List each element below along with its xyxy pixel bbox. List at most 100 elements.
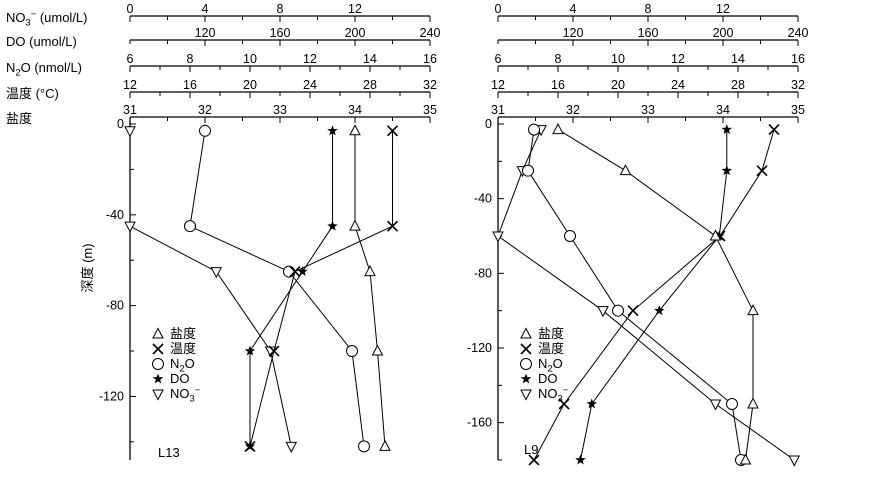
tick-label-sal: 32 (566, 103, 580, 117)
tick-label-do: 120 (195, 26, 216, 40)
data-point-star (654, 305, 665, 316)
data-point-triangle-down (210, 267, 223, 279)
panel-label: L13 (158, 445, 180, 460)
axis-label-sal: 盐度 (6, 111, 32, 126)
tick-label-do: 160 (638, 26, 659, 40)
tick-label-n2o: 14 (363, 52, 377, 66)
data-point-triangle-up (520, 327, 532, 339)
data-point-circle (528, 123, 540, 136)
tick-label-no3: 0 (127, 2, 134, 16)
tick-label-temp: 32 (423, 78, 437, 92)
tick-label-no3: 12 (716, 2, 730, 16)
series-no3 (492, 125, 801, 467)
tick-label-sal: 31 (123, 103, 137, 117)
data-point-triangle-up (349, 124, 361, 136)
tick-label-n2o: 16 (423, 52, 437, 66)
series-do (575, 124, 732, 465)
data-point-x (756, 165, 768, 177)
data-point-triangle-up (379, 439, 391, 451)
tick-label-no3: 4 (202, 2, 209, 16)
depth-tick-label: -80 (474, 266, 492, 280)
data-point-star (586, 398, 597, 409)
series-temp (528, 124, 780, 466)
tick-label-temp: 12 (491, 78, 505, 92)
data-point-x (268, 345, 280, 357)
depth-tick-label: -40 (106, 208, 124, 222)
axis-label-no3: NO3− (umol/L) (6, 8, 88, 28)
y-axis-label: 深度 (m) (80, 243, 95, 292)
data-point-triangle-up (371, 344, 384, 356)
tick-label-sal: 33 (641, 103, 655, 117)
depth-tick-label: -80 (106, 299, 124, 313)
series-line-n2o (189, 130, 365, 447)
legend-label-no3: NO3− (170, 384, 201, 404)
data-point-x (152, 343, 164, 355)
data-point-triangle-down (597, 306, 609, 318)
tick-label-no3: 4 (570, 2, 577, 16)
tick-label-temp: 20 (243, 78, 257, 92)
legend-label-temp: 温度 (538, 341, 564, 356)
legend-label-do: DO (538, 371, 558, 386)
data-point-star (152, 373, 164, 384)
data-point-circle (199, 124, 211, 137)
data-point-circle (283, 265, 295, 278)
series-sal (552, 123, 759, 465)
data-point-x (289, 266, 301, 278)
tick-label-sal: 35 (791, 103, 805, 117)
tick-label-n2o: 8 (187, 52, 194, 66)
tick-label-n2o: 14 (731, 52, 745, 66)
axis-label-do: DO (umol/L) (6, 34, 77, 49)
tick-label-sal: 35 (423, 103, 437, 117)
series-sal (349, 124, 391, 451)
series-n2o (522, 123, 747, 466)
data-point-x (386, 220, 399, 232)
legend-label-no3: NO3− (538, 384, 569, 404)
tick-label-temp: 28 (731, 78, 745, 92)
legend-label-do: DO (170, 371, 190, 386)
tick-label-n2o: 6 (127, 52, 134, 66)
data-point-circle (152, 358, 164, 370)
tick-label-temp: 12 (123, 78, 137, 92)
tick-label-temp: 28 (363, 78, 377, 92)
data-point-circle (522, 164, 534, 177)
data-point-triangle-down (788, 455, 801, 467)
tick-label-do: 160 (270, 26, 291, 40)
tick-label-temp: 16 (551, 78, 565, 92)
data-point-circle (358, 440, 370, 453)
tick-label-temp: 20 (611, 78, 625, 92)
data-point-triangle-up (619, 164, 632, 176)
series-do (244, 125, 338, 451)
tick-label-do: 240 (788, 26, 809, 40)
series-line-n2o (527, 129, 742, 461)
series-line-no3 (129, 130, 292, 447)
depth-tick-label: -160 (467, 416, 492, 430)
data-point-triangle-down (520, 389, 532, 401)
data-point-x (627, 305, 639, 317)
tick-label-sal: 34 (716, 103, 730, 117)
series-line-sal (557, 129, 754, 461)
tick-label-sal: 33 (273, 103, 287, 117)
data-point-triangle-up (349, 219, 361, 231)
tick-label-sal: 34 (348, 103, 362, 117)
data-point-circle (184, 220, 196, 233)
legend-label-temp: 温度 (170, 341, 196, 356)
data-point-star (575, 454, 586, 465)
series-line-sal (354, 130, 386, 447)
tick-label-temp: 24 (671, 78, 685, 92)
tick-label-no3: 12 (348, 2, 362, 16)
tick-label-temp: 16 (183, 78, 197, 92)
data-point-triangle-down (492, 231, 504, 243)
panel-label: L9 (524, 442, 538, 457)
data-point-triangle-up (364, 264, 376, 277)
data-point-triangle-up (747, 397, 759, 409)
tick-label-do: 120 (563, 26, 584, 40)
data-point-circle (564, 230, 576, 242)
data-point-x (244, 440, 256, 452)
series-temp (244, 125, 399, 452)
tick-label-sal: 32 (198, 103, 212, 117)
series-no3 (124, 126, 298, 453)
